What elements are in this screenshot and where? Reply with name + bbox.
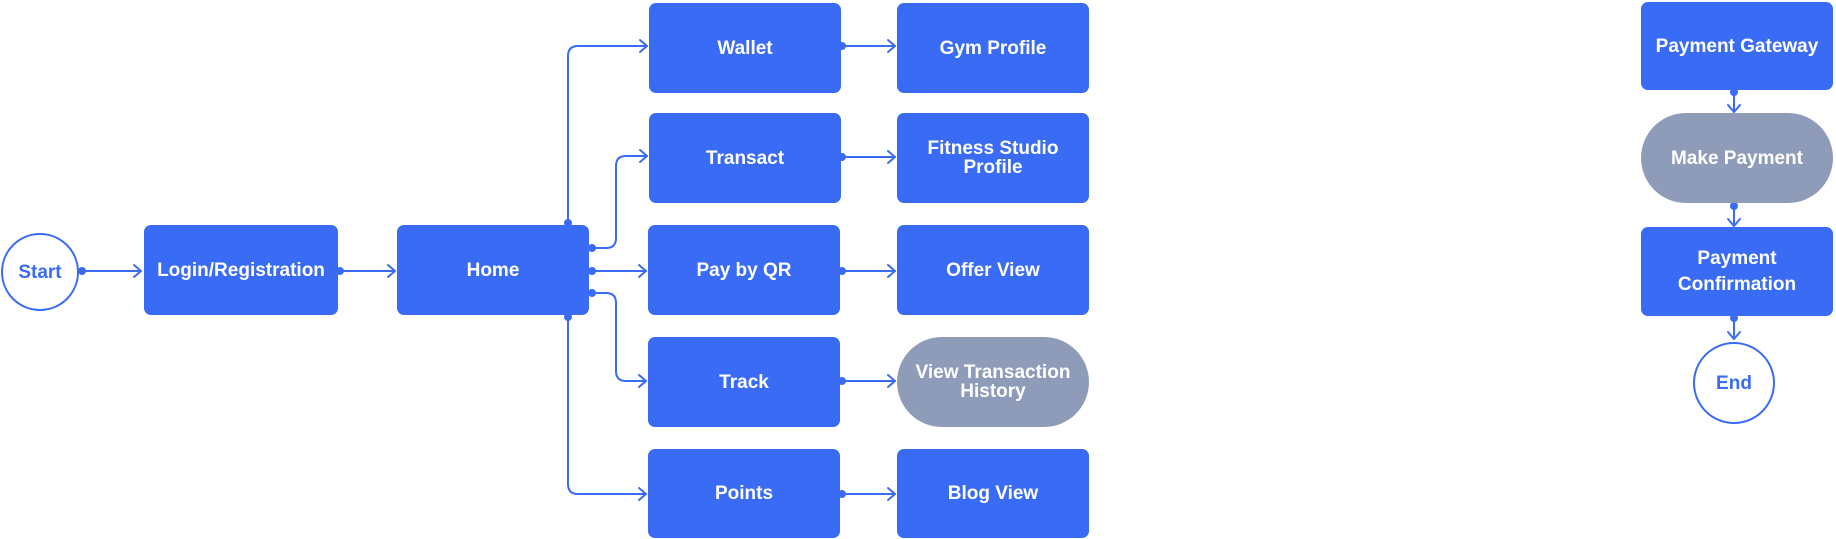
edge-start-login xyxy=(78,264,142,278)
transact-node: Transact xyxy=(649,113,841,203)
fitness-studio-profile-node: Fitness Studio Profile xyxy=(897,113,1089,203)
edge-transact-fitness-studio-profile xyxy=(838,150,896,164)
make-payment-node: Make Payment xyxy=(1641,113,1833,203)
track-label: Track xyxy=(719,371,769,393)
end-label: End xyxy=(1716,372,1752,394)
payment-confirmation-label: Payment Confirmation xyxy=(1677,247,1797,295)
make-payment-label: Make Payment xyxy=(1670,147,1803,169)
login-registration-label: Login/Registration xyxy=(157,259,325,281)
view-transaction-history-node: View Transaction History xyxy=(897,337,1089,427)
edge-home-pay-by-qr xyxy=(588,264,647,278)
edge-pay-by-qr-offer-view xyxy=(838,264,896,278)
points-label: Points xyxy=(714,483,774,504)
edge-make-payment-payment-confirmation xyxy=(1727,202,1741,227)
fitness-studio-profile-label: Fitness Studio Profile xyxy=(927,138,1059,178)
edge-wallet-gym-profile xyxy=(838,39,896,53)
edge-login-home xyxy=(336,264,396,278)
wallet-node: Wallet xyxy=(649,3,841,93)
pay-by-qr-label: Pay by QR xyxy=(696,259,792,281)
payment-gateway-label: Payment Gateway xyxy=(1655,35,1819,57)
home-node: Home xyxy=(397,225,589,315)
payment-confirmation-node: Payment Confirmation xyxy=(1641,227,1833,316)
blog-view-label: Blog View xyxy=(947,483,1039,504)
blog-view-node: Blog View xyxy=(897,449,1089,538)
home-label: Home xyxy=(466,259,520,281)
end-node: End xyxy=(1693,342,1775,424)
transact-label: Transact xyxy=(705,147,785,169)
edge-track-view-transaction-history xyxy=(838,374,896,388)
edge-payment-confirmation-end xyxy=(1727,314,1741,340)
offer-view-label: Offer View xyxy=(946,259,1040,281)
payment-gateway-node: Payment Gateway xyxy=(1641,2,1833,90)
edge-home-transact xyxy=(588,149,648,252)
wallet-label: Wallet xyxy=(717,37,773,59)
offer-view-node: Offer View xyxy=(897,225,1089,315)
points-node: Points xyxy=(648,449,840,538)
edge-points-blog-view xyxy=(838,487,896,501)
edge-home-points xyxy=(564,313,647,501)
edge-home-wallet xyxy=(564,39,648,227)
view-transaction-history-label: View Transaction History xyxy=(915,362,1071,402)
edge-payment-gateway-make-payment xyxy=(1727,88,1741,113)
login-registration-node: Login/Registration xyxy=(144,225,338,315)
gym-profile-node: Gym Profile xyxy=(897,3,1089,93)
track-node: Track xyxy=(648,337,840,427)
edge-home-track xyxy=(588,289,647,388)
start-node: Start xyxy=(1,233,79,311)
pay-by-qr-node: Pay by QR xyxy=(648,225,840,315)
start-label: Start xyxy=(18,261,62,283)
gym-profile-label: Gym Profile xyxy=(939,37,1047,59)
